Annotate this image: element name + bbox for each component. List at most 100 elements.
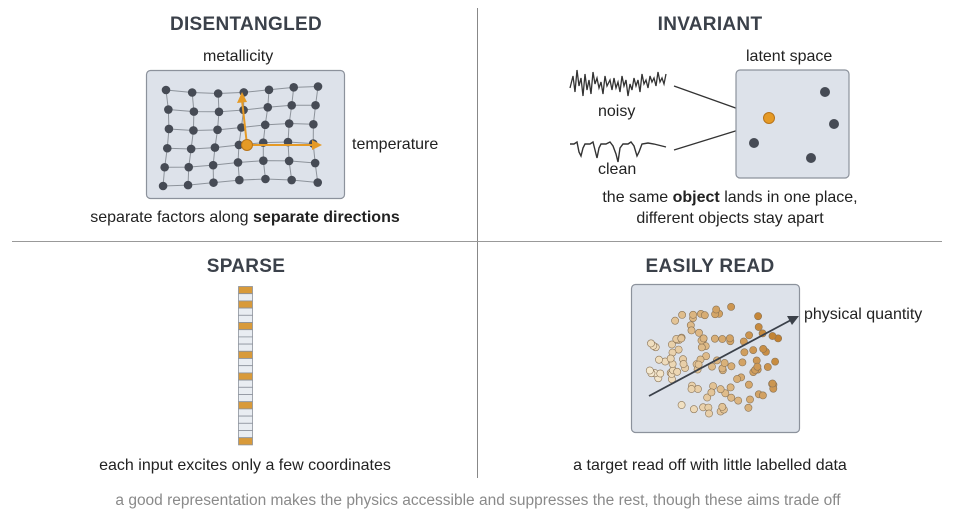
vector-cell (238, 307, 253, 316)
noisy-signal (569, 69, 667, 97)
temperature-label: temperature (352, 136, 439, 153)
invariant-heading: INVARIANT (657, 14, 763, 35)
latent-point (749, 138, 759, 148)
easily-read-caption: a target read off with little labelled d… (573, 457, 847, 474)
scatter-point (655, 355, 663, 364)
scatter-point (745, 380, 753, 389)
grid-node (284, 119, 294, 128)
disentangled-caption: separate factors along separate directio… (30, 209, 460, 227)
scatter-point (647, 339, 655, 348)
scatter-point (703, 393, 712, 402)
grid-node (164, 124, 174, 134)
latent-point (820, 87, 830, 97)
scatter-point (754, 312, 762, 321)
vector-cell (238, 343, 253, 352)
scatter-point (695, 328, 703, 337)
invariant-diagram (569, 69, 850, 179)
vector-cell (238, 394, 253, 403)
scatter-point (753, 362, 762, 371)
scatter-point (768, 332, 777, 340)
disentangled-heading: DISENTANGLED (169, 14, 323, 35)
vector-cell-active (238, 437, 253, 446)
scatter-point (726, 334, 734, 343)
arrow-right-head (312, 140, 322, 150)
origin-point (241, 139, 253, 151)
vector-cell-active (238, 286, 253, 295)
vector-cell (238, 386, 253, 395)
horizontal-divider (12, 241, 942, 242)
grid-node (183, 180, 193, 190)
vector-cell (238, 293, 253, 302)
scatter-point (690, 405, 698, 414)
scatter-point (745, 331, 753, 340)
vector-cell (238, 430, 253, 439)
scatter-point (758, 391, 767, 400)
scatter-point (746, 395, 754, 404)
scatter-point (697, 343, 706, 352)
vector-cell-active (238, 322, 253, 331)
grid-node (263, 102, 273, 112)
scatter-point (668, 340, 676, 349)
grid-node (189, 126, 198, 135)
grid-node (161, 85, 171, 95)
scatter-point (738, 358, 747, 367)
grid-node (233, 158, 243, 167)
invariant-caption-pre: the same (602, 189, 673, 206)
physical-quantity-label: physical quantity (804, 306, 923, 323)
scatter-point (720, 359, 729, 367)
grid-node (259, 156, 268, 165)
scatter-point (666, 354, 675, 363)
vector-cell (238, 422, 253, 431)
grid-node (310, 158, 320, 168)
grid-node (261, 174, 270, 184)
scatter-point (749, 346, 758, 354)
scatter-point (689, 310, 697, 319)
scatter-point (656, 369, 665, 378)
grid-node (234, 140, 244, 150)
scatter-point (759, 345, 768, 353)
disentangled-grid-diagram (145, 69, 346, 200)
scatter-point (763, 363, 772, 371)
vector-cell-active (238, 401, 253, 410)
scatter-point (718, 335, 727, 343)
factor-axes-arrows (237, 92, 322, 151)
scatter-point (700, 311, 709, 320)
scatter-point (718, 403, 727, 411)
grid-node (208, 160, 218, 170)
scatter-point (744, 403, 753, 412)
sparse-heading: SPARSE (206, 256, 286, 277)
vector-cell (238, 314, 253, 323)
scatter-point (771, 357, 779, 366)
scatter-point (687, 385, 696, 393)
latent-point (806, 153, 816, 163)
clean-signal (570, 140, 667, 163)
vector-cell-active (238, 372, 253, 381)
scatter-point (687, 326, 696, 335)
grid-node (213, 125, 222, 135)
latent-space-label: latent space (746, 48, 833, 65)
clean-label: clean (598, 161, 637, 178)
scatter-point (705, 409, 713, 418)
scatter-point (740, 348, 749, 357)
grid-node (187, 88, 197, 97)
grid-node (289, 83, 299, 92)
invariant-caption-post: lands in one place, (719, 189, 858, 206)
grid-node (189, 107, 199, 116)
scatter-point (674, 345, 683, 354)
scatter-point (678, 310, 686, 319)
disentangled-caption-pre: separate factors along (90, 209, 254, 226)
scatter-point (645, 366, 654, 375)
scatter-point (702, 352, 710, 360)
grid-node (264, 85, 274, 95)
vector-cell (238, 358, 253, 367)
grid-node (237, 123, 246, 132)
grid-node (313, 178, 323, 187)
grid-node (184, 162, 194, 172)
grid-node (311, 100, 320, 110)
grid-node (160, 162, 169, 172)
scatter-point (754, 323, 763, 331)
vector-cell (238, 329, 253, 338)
grid-node (214, 107, 224, 117)
scatter-point (679, 360, 688, 368)
grid-node (284, 156, 294, 166)
